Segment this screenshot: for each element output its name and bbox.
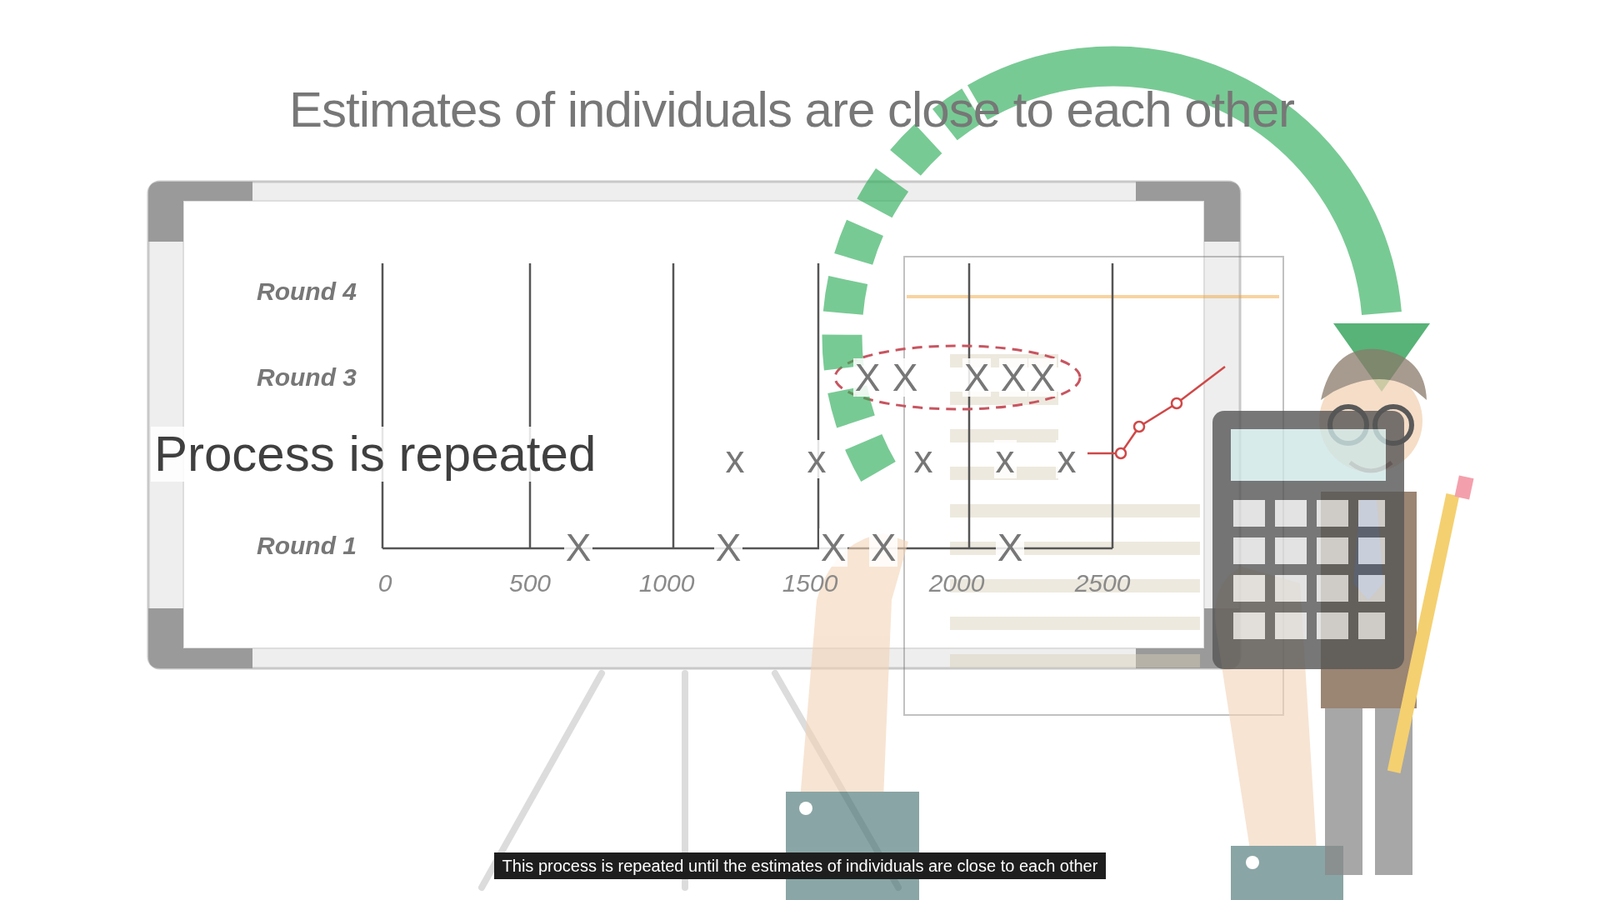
hands	[785, 533, 1344, 900]
round-label: Round 4	[256, 277, 357, 305]
whiteboard	[148, 181, 1240, 669]
estimate-mark: X	[869, 528, 899, 567]
axis-tick: 0	[378, 569, 393, 597]
estimate-mark: X	[714, 528, 744, 567]
estimate-mark: X	[853, 358, 883, 397]
chart-axes	[382, 263, 1113, 549]
round-label: Round 3	[256, 363, 357, 391]
subtitle-caption: This process is repeated until the estim…	[494, 852, 1107, 880]
slide-title: Estimates of individuals are close to ea…	[289, 82, 1295, 138]
estimate-mark: x	[724, 440, 747, 479]
trend-line	[1087, 366, 1225, 459]
estimate-mark: x	[1055, 440, 1079, 479]
estimate-mark: X	[999, 358, 1029, 397]
axis-tick: 500	[509, 569, 551, 597]
overlay-text: Process is repeated	[150, 426, 600, 482]
estimate-mark: X	[819, 528, 849, 567]
estimate-mark: X	[890, 358, 920, 397]
round-label: Round 1	[256, 531, 357, 560]
convergence-ellipse	[835, 345, 1080, 410]
axis-tick: 2000	[929, 569, 985, 597]
estimate-mark: X	[564, 528, 594, 567]
axis-tick: 1000	[639, 569, 695, 597]
estimate-mark: x	[994, 440, 1017, 479]
estimate-mark: X	[1028, 358, 1058, 397]
axis-tick: 1500	[782, 569, 839, 597]
calculator	[1212, 410, 1405, 670]
estimate-mark: X	[962, 358, 992, 397]
axis-tick: 2500	[1075, 569, 1131, 597]
estimate-mark: X	[995, 528, 1025, 567]
estimate-mark: x	[912, 440, 935, 479]
estimate-mark: x	[805, 440, 829, 479]
